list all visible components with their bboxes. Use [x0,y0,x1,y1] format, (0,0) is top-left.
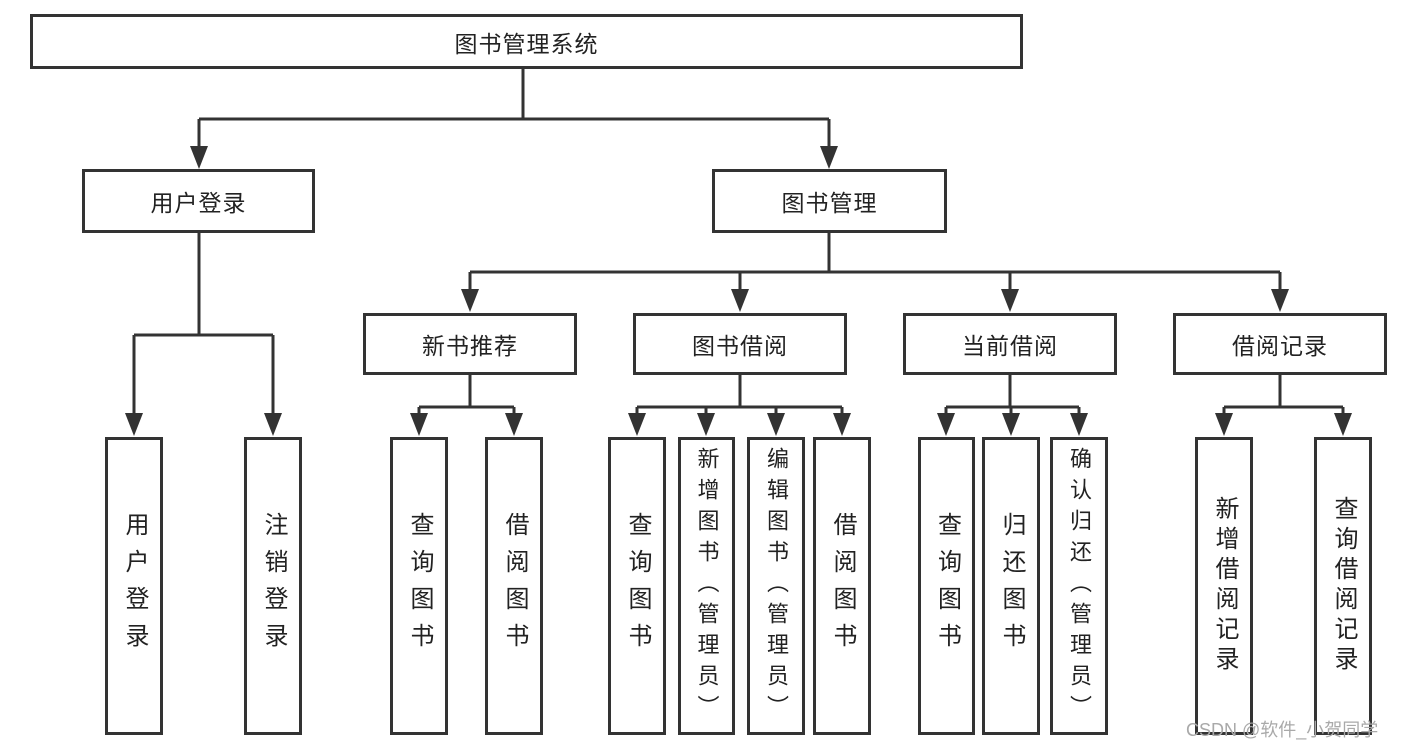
leaf-query-borrow-record-label: 查询借阅记录 [1330,496,1357,676]
leaf-query-books-borrowing-label: 查询图书 [624,512,651,660]
connector-current-borrowing-branch [937,375,1088,436]
leaf-query-books-current: 查询图书 [918,437,975,735]
node-new-book-recommendation-label: 新书推荐 [422,333,518,359]
leaf-borrow-books-borrowing: 借阅图书 [813,437,871,735]
connector-book-management-branch [461,233,1289,312]
leaf-add-books-admin-label: 新增图书（管理员） [694,446,720,726]
leaf-query-books-current-label: 查询图书 [933,512,961,660]
node-new-book-recommendation: 新书推荐 [363,313,577,375]
csdn-watermark: CSDN @软件_小贺同学 [1186,720,1379,740]
node-current-borrowing-label: 当前借阅 [962,333,1058,359]
leaf-edit-books-admin-label: 编辑图书（管理员） [764,446,789,726]
node-user-login: 用户登录 [82,169,315,233]
leaf-query-books-borrowing: 查询图书 [608,437,666,735]
node-current-borrowing: 当前借阅 [903,313,1117,375]
node-borrowing-records: 借阅记录 [1173,313,1387,375]
leaf-query-books-recommend: 查询图书 [390,437,448,735]
connector-book-borrowing-branch [628,375,851,436]
node-book-management-label: 图书管理 [781,190,878,216]
connector-user-login-branch [125,233,282,436]
leaf-borrow-books-recommend-label: 借阅图书 [501,512,528,660]
leaf-confirm-return-admin-label: 确认归还（管理员） [1067,446,1092,726]
node-borrowing-records-label: 借阅记录 [1232,333,1328,359]
node-book-borrowing-label: 图书借阅 [692,333,788,359]
leaf-edit-books-admin: 编辑图书（管理员） [747,437,805,735]
leaf-query-books-recommend-label: 查询图书 [406,512,433,660]
leaf-borrow-books-recommend: 借阅图书 [485,437,543,735]
connector-root-branch [190,68,838,169]
leaf-add-books-admin: 新增图书（管理员） [678,437,735,735]
leaf-logout-label: 注销登录 [260,512,287,660]
leaf-logout: 注销登录 [244,437,302,735]
connector-borrowing-records-branch [1215,375,1352,436]
leaf-borrow-books-borrowing-label: 借阅图书 [829,512,856,660]
leaf-query-borrow-record: 查询借阅记录 [1314,437,1372,735]
node-root-label: 图书管理系统 [454,30,599,57]
leaf-confirm-return-admin: 确认归还（管理员） [1050,437,1108,735]
leaf-add-borrow-record: 新增借阅记录 [1195,437,1253,735]
leaf-return-books: 归还图书 [982,437,1040,735]
leaf-user-login-label: 用户登录 [121,512,148,660]
leaf-return-books-label: 归还图书 [998,512,1025,660]
leaf-add-borrow-record-label: 新增借阅记录 [1211,496,1238,676]
node-book-management: 图书管理 [712,169,947,233]
node-book-borrowing: 图书借阅 [633,313,847,375]
leaf-user-login: 用户登录 [105,437,163,735]
node-root: 图书管理系统 [30,14,1023,69]
node-user-login-label: 用户登录 [150,190,247,216]
connector-new-book-branch [410,375,523,436]
